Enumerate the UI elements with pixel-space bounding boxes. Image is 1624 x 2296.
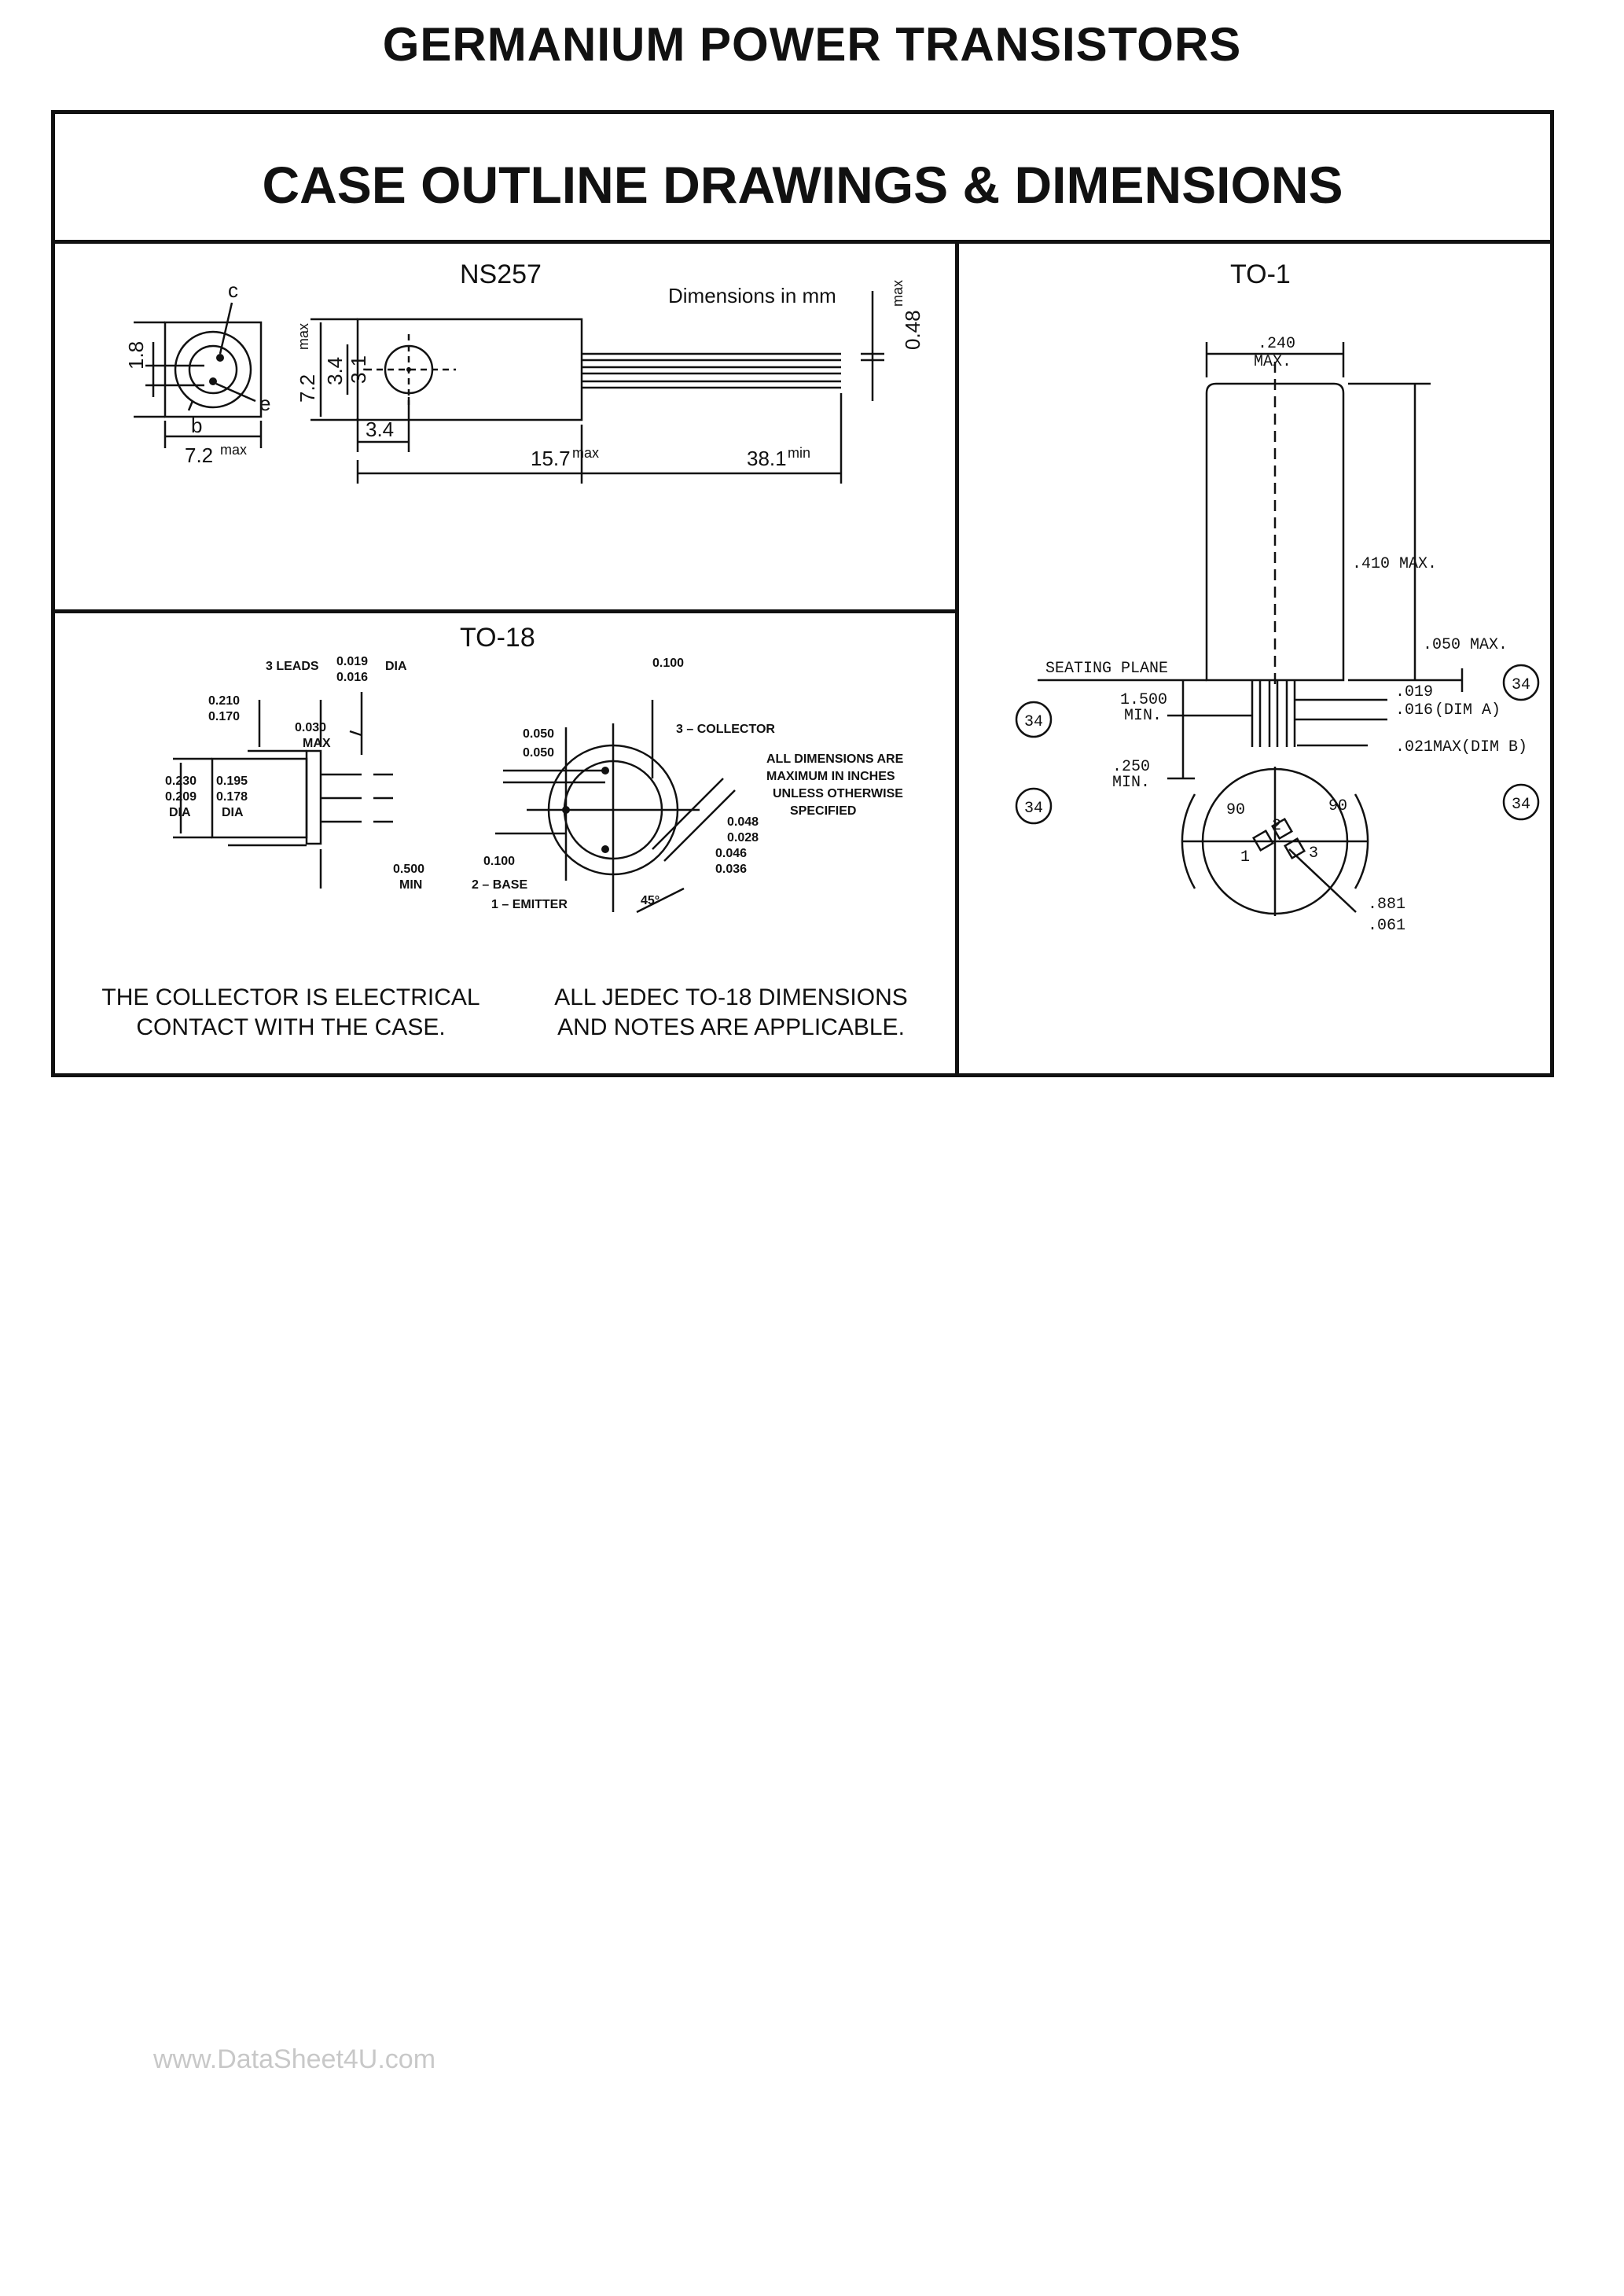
to1-title: TO-1	[1230, 259, 1291, 289]
to18-d170: 0.170	[208, 710, 240, 723]
to18-deg45: 45°	[641, 894, 660, 907]
to1-d240: .240	[1258, 335, 1295, 353]
to18-d030: 0.030	[295, 721, 326, 734]
to1-ref34-d: 34	[1512, 796, 1530, 814]
to18-d230: 0.230	[165, 775, 197, 788]
ns257-label-b: b	[191, 414, 202, 437]
panel-ns257: NS257	[55, 244, 955, 609]
ns257-dim-0-48: 0.48	[901, 310, 924, 350]
to18-max: MAX	[303, 737, 331, 750]
to18-d036: 0.036	[715, 863, 747, 876]
to1-d019: .019	[1395, 683, 1433, 701]
ns257-dim-min-leads: min	[788, 445, 810, 461]
to18-note-3: UNLESS OTHERWISE	[773, 787, 903, 800]
to18-d028: 0.028	[727, 831, 759, 844]
to18-collector: 3 – COLLECTOR	[676, 723, 775, 736]
ns257-dim-3-4-hole: 3.4	[366, 418, 394, 441]
to1-min-lead: MIN.	[1124, 707, 1162, 725]
to18-note-1: ALL DIMENSIONS ARE	[766, 752, 904, 766]
to1-pin3: 3	[1309, 844, 1318, 863]
to18-d178: 0.178	[216, 790, 248, 804]
to18-leads: 3 LEADS	[266, 660, 319, 673]
ns257-dim-3-1: 3.1	[347, 355, 370, 384]
to1-d021: .021MAX(DIM B)	[1395, 738, 1527, 756]
ns257-title: NS257	[460, 259, 542, 289]
to1-max-top: MAX.	[1254, 353, 1291, 371]
to1-pin1: 1	[1240, 848, 1250, 867]
ns257-dim-1-8: 1.8	[124, 341, 148, 370]
case-outline-frame: CASE OUTLINE DRAWINGS & DIMENSIONS NS257	[51, 110, 1554, 1077]
ns257-label-c: c	[228, 278, 238, 302]
vertical-divider	[955, 244, 959, 1073]
to1-dim-a: (DIM A)	[1435, 701, 1501, 719]
to1-deg90-right: 90	[1328, 797, 1347, 815]
to1-d881: .881	[1368, 896, 1405, 914]
ns257-dim-max-end: max	[220, 442, 247, 458]
ns257-units-note: Dimensions in mm	[668, 284, 836, 307]
to1-d1500: 1.500	[1120, 691, 1167, 709]
to18-emitter: 1 – EMITTER	[491, 898, 568, 911]
to1-deg90-left: 90	[1226, 801, 1245, 819]
to18-d500: 0.500	[393, 863, 424, 876]
to18-base: 2 – BASE	[472, 878, 527, 892]
to18-note-jedec: ALL JEDEC TO-18 DIMENSIONS AND NOTES ARE…	[554, 984, 908, 1040]
to1-pin2: 2	[1272, 817, 1281, 835]
section-title: CASE OUTLINE DRAWINGS & DIMENSIONS	[262, 156, 1343, 214]
to18-note-2: MAXIMUM IN INCHES	[766, 770, 895, 783]
ns257-dim-7-2-end: 7.2	[185, 443, 213, 467]
to18-d016: 0.016	[336, 671, 368, 684]
to18-d209: 0.209	[165, 790, 197, 804]
to1-drawing: .240 MAX. .410 MAX. .050 MAX. SEATING PL…	[1015, 335, 1540, 935]
to18-d050-b: 0.050	[523, 746, 554, 760]
to18-dia-leads: DIA	[385, 660, 407, 673]
to18-dia-b: DIA	[222, 806, 244, 819]
to1-ref34-a: 34	[1024, 713, 1043, 731]
ns257-dim-max-side: max	[296, 323, 311, 350]
to18-note-4: SPECIFIED	[790, 804, 856, 818]
panel-to1: TO-1	[959, 244, 1550, 1073]
ns257-dim-max-lead: max	[890, 280, 906, 307]
to18-d100-top: 0.100	[652, 657, 684, 670]
page-title: GERMANIUM POWER TRANSISTORS	[382, 18, 1242, 71]
ns257-drawing: c b e 7.2 max 15.7 max 38.1 min 3.4 Dime…	[124, 278, 924, 484]
ns257-dim-3-4-side: 3.4	[323, 357, 347, 385]
to18-d019: 0.019	[336, 655, 368, 668]
to1-seating-plane: SEATING PLANE	[1045, 660, 1168, 678]
ns257-label-e: e	[259, 392, 270, 415]
ns257-dim-max-body: max	[572, 445, 599, 461]
section-banner: CASE OUTLINE DRAWINGS & DIMENSIONS	[55, 114, 1550, 244]
ns257-dim-7-2-side: 7.2	[296, 374, 319, 403]
to18-dia-a: DIA	[169, 806, 191, 819]
to1-d061: .061	[1368, 917, 1405, 935]
to18-drawing: 3 LEADS 0.019 0.016 DIA 0.210 0.170 0.03…	[165, 655, 904, 914]
to18-d195: 0.195	[216, 775, 248, 788]
to1-d410: .410 MAX.	[1352, 555, 1437, 573]
to18-d050-a: 0.050	[523, 727, 554, 741]
to18-note-collector: THE COLLECTOR IS ELECTRICAL CONTACT WITH…	[101, 984, 480, 1040]
to1-d250: .250	[1112, 758, 1150, 776]
to1-d016: .016	[1395, 701, 1433, 719]
to18-d100-bot: 0.100	[483, 855, 515, 868]
watermark: www.DataSheet4U.com	[153, 2044, 436, 2074]
panel-to18: TO-18	[55, 613, 955, 1073]
to18-d210: 0.210	[208, 694, 240, 708]
to18-d046: 0.046	[715, 847, 747, 860]
to1-d050: .050 MAX.	[1423, 636, 1508, 654]
to1-ref34-b: 34	[1024, 800, 1043, 818]
to18-title: TO-18	[460, 623, 535, 653]
ns257-dim-38-1: 38.1	[747, 447, 787, 470]
ns257-dim-15-7: 15.7	[531, 447, 571, 470]
horizontal-divider	[55, 609, 955, 613]
to18-min: MIN	[399, 878, 422, 892]
to1-min-seat: MIN.	[1112, 774, 1150, 792]
to18-d048: 0.048	[727, 815, 759, 829]
to1-ref34-c: 34	[1512, 676, 1530, 694]
